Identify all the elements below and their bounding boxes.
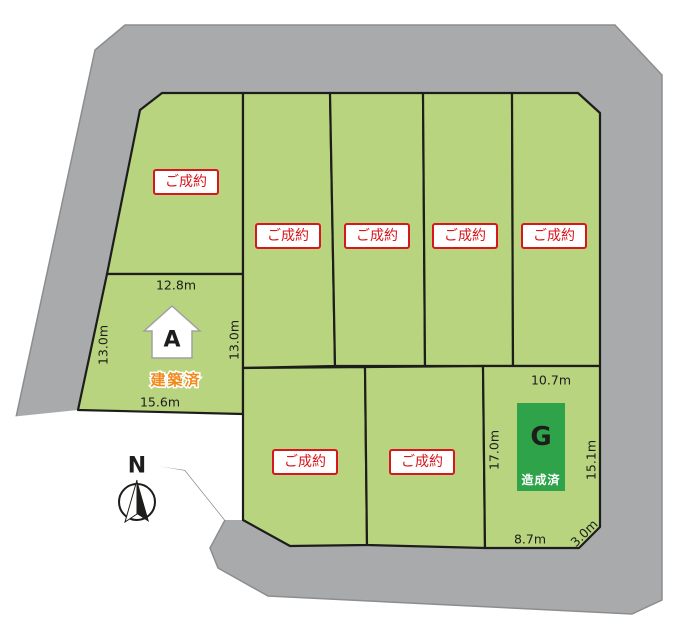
- compass-label: N: [128, 454, 146, 479]
- svg-text:ご成約: ご成約: [444, 228, 486, 244]
- sold-label-upper-5: ご成約: [521, 223, 587, 249]
- sold-label-upper-2: ご成約: [255, 223, 321, 249]
- sold-label-upper-4: ご成約: [432, 223, 498, 249]
- lot-g-badge: G 造成済: [517, 403, 565, 491]
- lot-g-status: 造成済: [521, 472, 560, 487]
- svg-text:ご成約: ご成約: [284, 454, 326, 470]
- svg-text:ご成約: ご成約: [165, 174, 207, 190]
- lot-g-dim-top: 10.7m: [531, 373, 571, 388]
- svg-text:ご成約: ご成約: [533, 228, 575, 244]
- lot-g-dim-bottom: 8.7m: [514, 532, 546, 547]
- lot-a-dim-bottom: 15.6m: [140, 395, 180, 410]
- svg-text:ご成約: ご成約: [401, 454, 443, 470]
- sold-label-lower-2: ご成約: [389, 449, 455, 475]
- lot-a-dim-right: 13.0m: [227, 320, 242, 360]
- lot-a-dim-top: 12.8m: [156, 278, 196, 293]
- lot-g-letter: G: [530, 422, 551, 452]
- entrance-area: [0, 410, 243, 520]
- sold-label-lower-1: ご成約: [272, 449, 338, 475]
- svg-text:ご成約: ご成約: [356, 228, 398, 244]
- north-compass-icon: N: [118, 454, 156, 524]
- lot-a-status: 建築済: [150, 371, 201, 389]
- lot-g-dim-left: 17.0m: [487, 430, 502, 470]
- house-icon: A: [142, 304, 202, 359]
- lot-a-letter: A: [163, 328, 180, 353]
- lot-a-dim-left: 13.0m: [96, 325, 111, 365]
- sold-label-nw: ご成約: [153, 169, 219, 195]
- lot-g-dim-right: 15.1m: [584, 440, 599, 480]
- sold-label-upper-3: ご成約: [344, 223, 410, 249]
- svg-text:ご成約: ご成約: [267, 228, 309, 244]
